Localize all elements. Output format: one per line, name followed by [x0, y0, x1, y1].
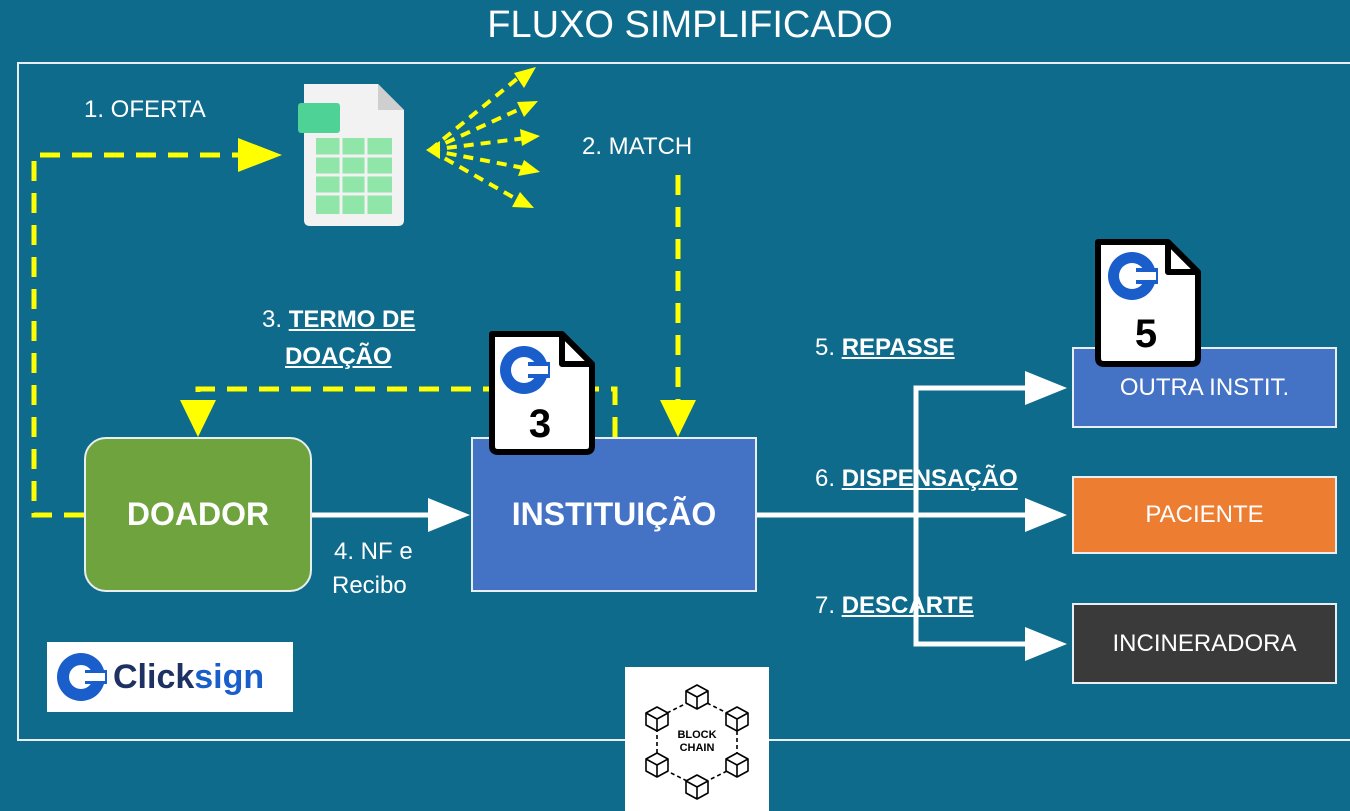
termo-line1: TERMO DE [288, 306, 416, 333]
clicksign-c-icon [1108, 252, 1158, 300]
outra-instit-node: OUTRA INSTIT. [1072, 347, 1337, 428]
dispensacao-prefix: 6. [815, 465, 836, 492]
match-label: 2. MATCH [582, 133, 693, 160]
clicksign-c-icon [500, 346, 550, 394]
oferta-label: 1. OFERTA [84, 96, 206, 123]
descarte-text: DESCARTE [841, 592, 974, 619]
clicksign-c-icon [57, 653, 107, 701]
signed-document-5: 5 [1094, 238, 1202, 368]
termo-line2: DOAÇÃO [285, 343, 392, 370]
document-3-number: 3 [528, 402, 552, 446]
termo-arrow [195, 386, 618, 437]
repasse-prefix: 5. [815, 334, 836, 361]
repasse-label: 5. REPASSE [815, 334, 955, 362]
termo-label: 3. TERMO DE [262, 306, 415, 334]
clicksign-logo-click: Click [113, 657, 195, 696]
dispensacao-text: DISPENSAÇÃO [841, 465, 1018, 492]
descarte-label: 7. DESCARTE [815, 592, 974, 620]
blockchain-logo: BLOCK CHAIN [625, 667, 769, 811]
descarte-prefix: 7. [815, 592, 836, 619]
nf-label-line2: Recibo [332, 572, 407, 599]
repasse-text: REPASSE [841, 334, 955, 361]
oferta-arrow [31, 152, 262, 518]
page-title: FLUXO SIMPLIFICADO [487, 4, 893, 46]
blockchain-icon [645, 684, 749, 800]
signed-document-3: 3 [488, 330, 596, 456]
blockchain-line2: CHAIN [679, 742, 715, 754]
termo-label-line2: DOAÇÃO [285, 343, 392, 371]
nf-label-line1: 4. NF e [334, 538, 413, 565]
blockchain-line1: BLOCK [677, 729, 717, 741]
dispensacao-label: 6. DISPENSAÇÃO [815, 465, 1018, 493]
document-icon [1095, 239, 1201, 367]
broadcast-rays [428, 76, 527, 202]
termo-prefix: 3. [262, 306, 283, 333]
instituicao-node: INSTITUIÇÃO [471, 437, 757, 592]
incineradora-node: INCINERADORA [1072, 603, 1337, 684]
clicksign-logo-sign: sign [194, 657, 265, 696]
document-5-number: 5 [1134, 312, 1158, 356]
distribution-arrows [756, 385, 1035, 647]
document-icon [489, 331, 595, 455]
doador-node: DOADOR [84, 437, 312, 592]
paciente-node: PACIENTE [1072, 476, 1337, 554]
